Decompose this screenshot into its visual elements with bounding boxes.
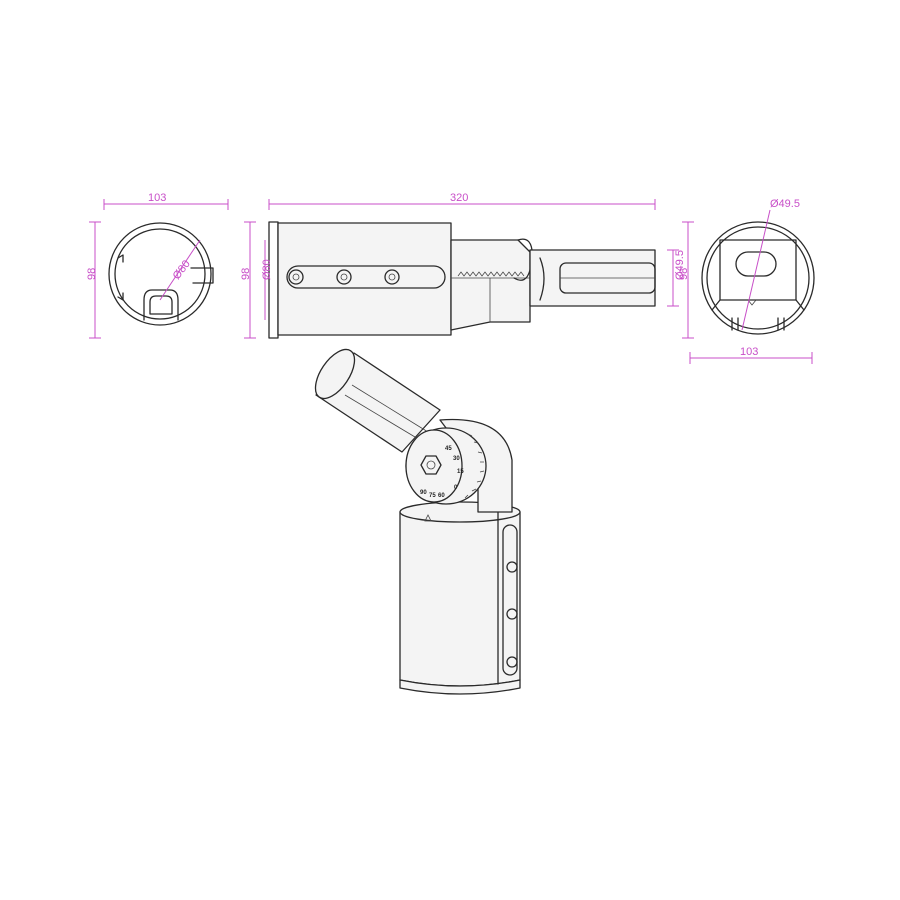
right-hole-diameter-label: Ø49.5 bbox=[770, 198, 800, 210]
side-flange-diameter-label: Ø80 bbox=[261, 259, 273, 280]
right-mount-box bbox=[719, 239, 797, 301]
right-dimension-lines: 98 103 bbox=[678, 221, 813, 364]
iso-angle-disk-face bbox=[405, 429, 463, 503]
side-screw-slot bbox=[286, 265, 446, 289]
left-width-label: 103 bbox=[148, 192, 166, 204]
iso-scale-label-75: 75 bbox=[429, 493, 436, 499]
iso-scale-ticks bbox=[464, 433, 485, 499]
left-diameter-leader bbox=[159, 239, 201, 301]
iso-triangle-mark bbox=[424, 514, 432, 522]
iso-scale-label-60: 60 bbox=[438, 493, 445, 499]
iso-screw-3 bbox=[506, 656, 518, 668]
left-slot-inner bbox=[149, 295, 173, 315]
left-end-view: Ø80 bbox=[108, 222, 214, 326]
side-screw-3 bbox=[384, 269, 400, 285]
side-dimension-lines: 320 98 Ø80 Ø49.5 bbox=[240, 192, 686, 339]
right-inner-ring bbox=[706, 226, 810, 330]
left-slot-outer bbox=[143, 289, 179, 321]
iso-base-flange bbox=[399, 679, 521, 695]
side-arm-collar bbox=[539, 257, 545, 301]
iso-scale-label-0: 0 bbox=[454, 485, 458, 491]
iso-scale-label-30: 30 bbox=[453, 456, 460, 462]
right-width-label: 103 bbox=[740, 346, 758, 358]
iso-scale-label-45: 45 bbox=[445, 446, 452, 452]
side-joint-block bbox=[450, 239, 531, 331]
side-screw-1 bbox=[288, 269, 304, 285]
side-view bbox=[268, 221, 656, 339]
iso-hex-nut bbox=[420, 455, 442, 475]
iso-screw-1 bbox=[506, 561, 518, 573]
side-screw-2 bbox=[336, 269, 352, 285]
right-notch bbox=[747, 299, 757, 306]
side-height-label: 98 bbox=[240, 268, 252, 280]
side-length-label: 320 bbox=[450, 192, 468, 204]
right-diameter-leader bbox=[741, 209, 771, 331]
left-inner-diameter-label: Ø80 bbox=[171, 258, 193, 282]
iso-base-slot bbox=[502, 524, 518, 676]
right-outer-ring bbox=[701, 221, 815, 335]
left-outer-ring bbox=[108, 222, 212, 326]
left-dimension-lines: 103 98 bbox=[86, 192, 229, 339]
iso-scale-label-15: 15 bbox=[457, 469, 464, 475]
right-feet bbox=[731, 317, 785, 331]
side-body bbox=[277, 222, 452, 336]
left-height-label: 98 bbox=[86, 268, 98, 280]
left-notch bbox=[190, 267, 214, 284]
iso-base-body bbox=[399, 511, 521, 687]
right-slot-hole bbox=[735, 251, 777, 277]
right-height-label: 98 bbox=[678, 268, 690, 280]
iso-screw-2 bbox=[506, 608, 518, 620]
side-arm-diameter-label: Ø49.5 bbox=[674, 250, 686, 280]
left-clip-marks bbox=[117, 254, 124, 301]
isometric-view: 0 15 30 45 60 75 90 bbox=[314, 348, 521, 695]
iso-scale-label-90: 90 bbox=[420, 490, 427, 496]
iso-arm-end bbox=[314, 348, 356, 400]
right-end-view: Ø49.5 bbox=[701, 198, 815, 335]
side-serration bbox=[457, 271, 525, 277]
left-inner-ring bbox=[114, 228, 206, 320]
